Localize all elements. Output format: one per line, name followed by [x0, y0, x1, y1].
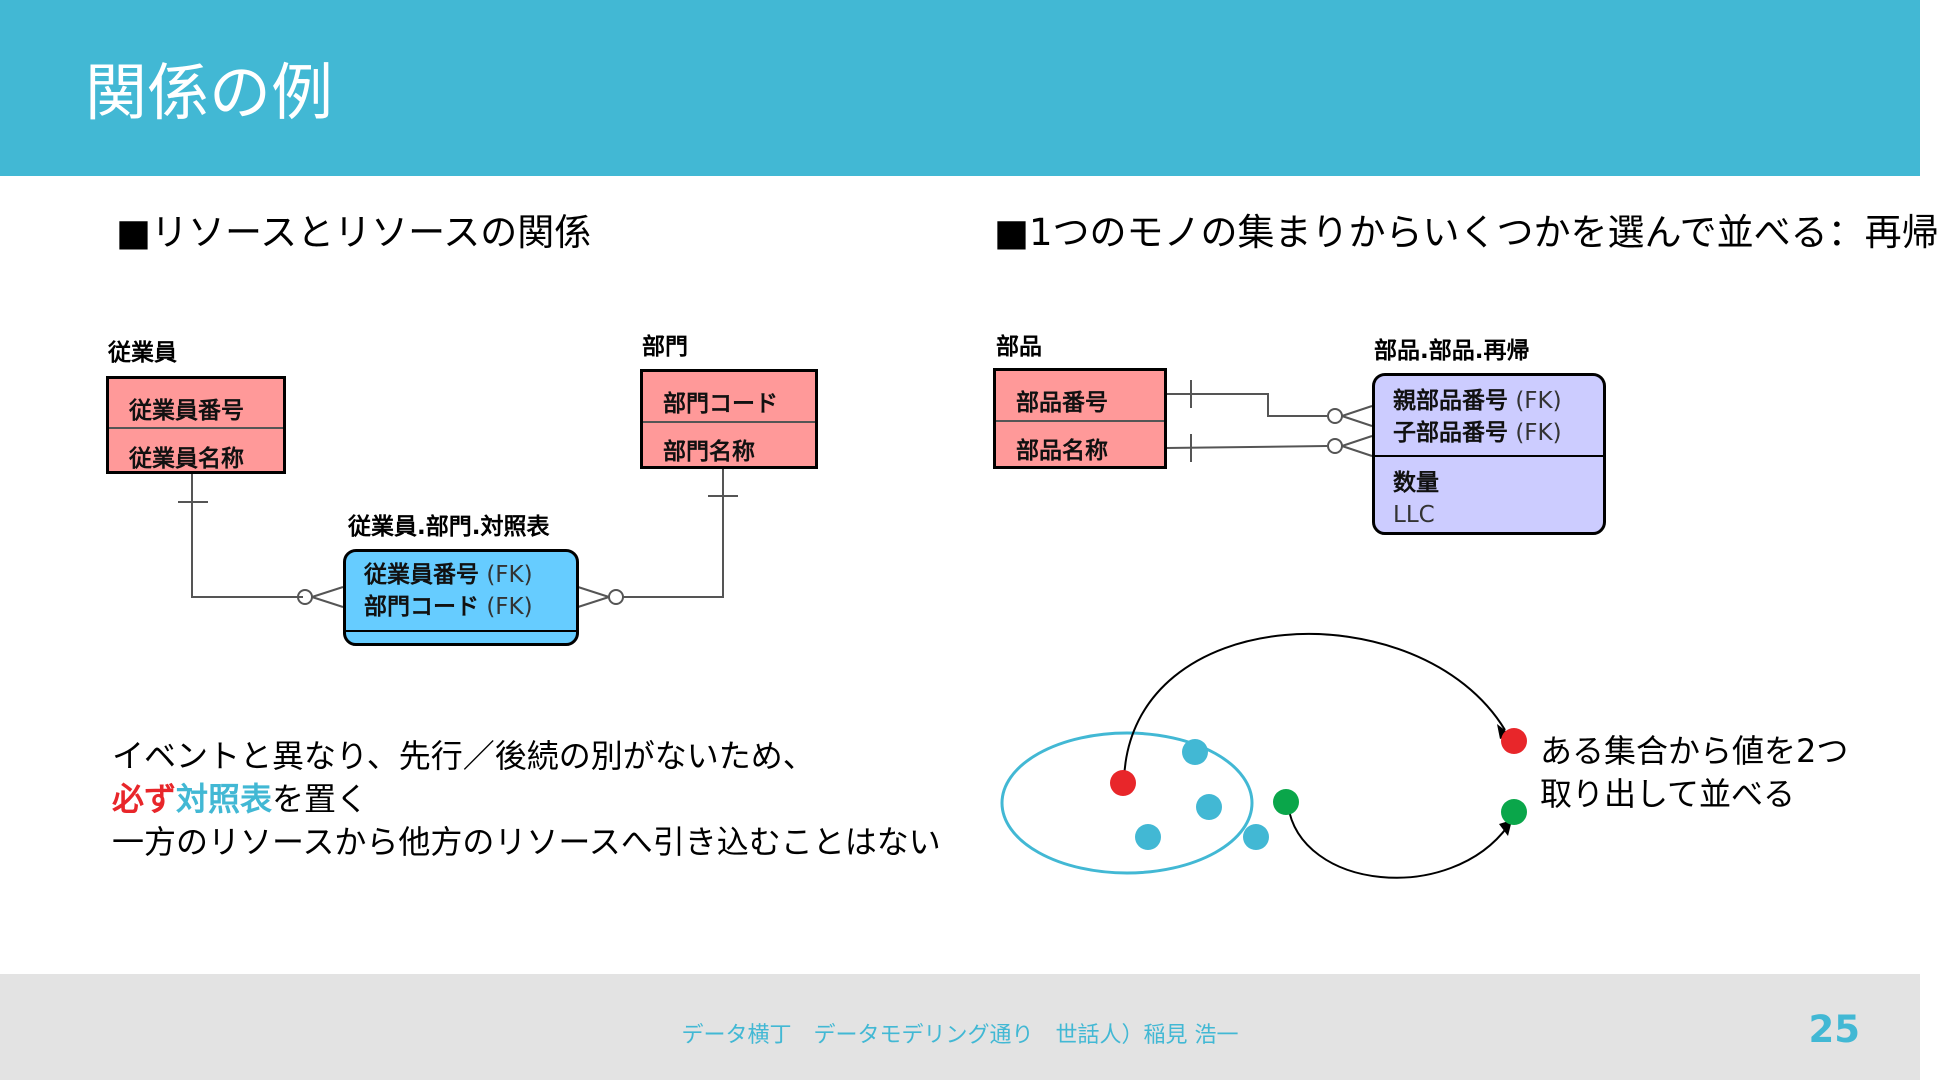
recursion-key-row: 親部品番号 (FK) — [1393, 388, 1562, 414]
row-divider — [109, 427, 283, 429]
department-zero-mark — [608, 589, 624, 605]
part-child-line — [1165, 445, 1328, 449]
employee-row: 従業員番号 — [129, 398, 244, 424]
title-bar — [0, 0, 1920, 176]
set-ellipse — [1000, 731, 1254, 875]
recursion-entity: 親部品番号 (FK) 子部品番号 (FK) 数量 LLC — [1372, 373, 1606, 535]
department-row: 部門コード — [663, 391, 778, 417]
department-crow-bottom — [577, 596, 610, 608]
employee-mapping-line — [191, 472, 303, 598]
note-line-2-rest: を置く — [272, 780, 369, 818]
left-heading: ■リソースとリソースの関係 — [116, 211, 592, 254]
part-parent-zero-mark — [1327, 408, 1343, 424]
set-caption: ある集合から値を2つ 取り出して並べる — [1540, 730, 1848, 816]
note-line-2: 必ず対照表を置く — [112, 778, 941, 821]
employee-entity: 従業員番号 従業員名称 — [106, 376, 286, 474]
part-child-crow-bottom — [1341, 445, 1373, 457]
page-number: 25 — [1808, 1008, 1861, 1051]
part-child-crow-top — [1341, 435, 1373, 447]
output-green-dot — [1501, 799, 1527, 825]
note-text: イベントと異なり、先行／後続の別がないため、 必ず対照表を置く 一方のリソースか… — [112, 735, 941, 864]
selected-green-dot — [1273, 789, 1299, 815]
part-entity: 部品番号 部品名称 — [993, 368, 1167, 469]
right-heading: ■1つのモノの集まりからいくつかを選んで並べる：再帰 — [994, 211, 1939, 254]
part-parent-line — [1166, 393, 1327, 417]
department-row: 部門名称 — [663, 439, 755, 465]
mapping-key-row: 従業員番号 (FK) — [364, 562, 533, 588]
mapping-entity-label: 従業員.部門.対照表 — [348, 514, 550, 540]
part-child-zero-mark — [1327, 438, 1343, 454]
part-parent-crow-bottom — [1341, 415, 1373, 427]
employee-row: 従業員名称 — [129, 446, 244, 472]
part-parent-crow-top — [1341, 405, 1373, 417]
recursion-attribute: LLC — [1393, 502, 1435, 528]
part-row: 部品番号 — [1016, 390, 1108, 416]
note-line-3: 一方のリソースから他方のリソースへ引き込むことはない — [112, 823, 941, 861]
note-line-1: イベントと異なり、先行／後続の別がないため、 — [112, 737, 815, 775]
department-mapping-line — [622, 468, 724, 598]
department-entity-label: 部門 — [642, 334, 688, 360]
key-divider — [1375, 455, 1603, 457]
employee-crow-top — [311, 586, 344, 598]
department-entity: 部門コード 部門名称 — [640, 369, 818, 469]
set-dot — [1196, 794, 1222, 820]
note-emphasis-red: 必ず — [112, 780, 177, 818]
slide-title: 関係の例 — [85, 56, 334, 129]
employee-crow-bottom — [311, 596, 344, 608]
recursion-entity-label: 部品.部品.再帰 — [1374, 338, 1530, 364]
department-crow-top — [577, 586, 610, 598]
arc-to-red — [1123, 632, 1506, 781]
part-entity-label: 部品 — [996, 334, 1042, 360]
footer-bar — [0, 974, 1920, 1080]
row-divider — [643, 421, 815, 423]
set-dot — [1182, 739, 1208, 765]
key-divider — [346, 630, 576, 632]
note-emphasis-blue: 対照表 — [176, 780, 273, 818]
set-caption-line-1: ある集合から値を2つ — [1540, 732, 1849, 770]
set-caption-line-2: 取り出して並べる — [1540, 775, 1796, 813]
output-red-dot — [1501, 728, 1527, 754]
set-dot — [1243, 824, 1269, 850]
set-dot — [1135, 824, 1161, 850]
mapping-entity: 従業員番号 (FK) 部門コード (FK) — [343, 549, 579, 646]
recursion-attribute: 数量 — [1393, 470, 1439, 496]
employee-entity-label: 従業員 — [108, 340, 177, 366]
footer-text: データ横丁 データモデリング通り 世話人）稲見 浩一 — [681, 1023, 1239, 1048]
part-row: 部品名称 — [1016, 438, 1108, 464]
row-divider — [996, 420, 1164, 422]
recursion-key-row: 子部品番号 (FK) — [1393, 420, 1562, 446]
arc-to-green — [1287, 804, 1509, 879]
mapping-key-row: 部門コード (FK) — [364, 594, 533, 620]
selected-red-dot — [1110, 770, 1136, 796]
arrowhead-green — [1499, 820, 1512, 836]
